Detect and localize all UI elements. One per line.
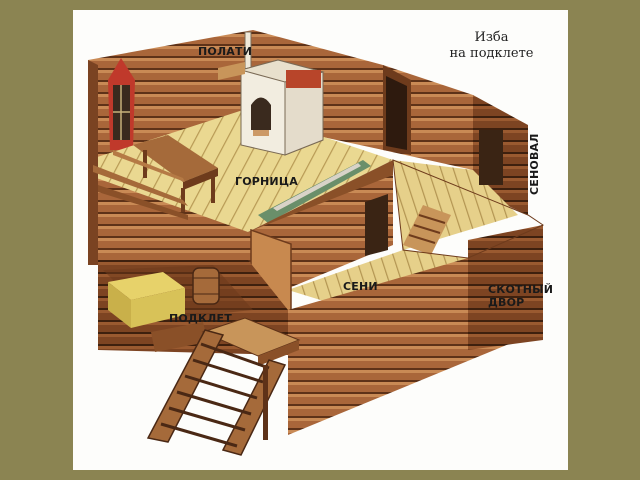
window	[108, 58, 135, 150]
skotny-dvor-wall	[468, 225, 543, 350]
diagram-title: Изба на подклете	[419, 30, 564, 62]
seni-floor	[288, 250, 468, 310]
label-senoval: СЕНОВАЛ	[528, 133, 541, 195]
crate	[151, 322, 208, 352]
izba-illustration	[88, 30, 545, 456]
left-wall-end	[88, 60, 98, 265]
title-line-1: Изба	[474, 30, 509, 45]
label-seni: СЕНИ	[343, 280, 378, 293]
seni-door-frame	[365, 194, 388, 256]
title-line-2: на подклете	[449, 46, 534, 61]
illustration-frame: Изба на подклете ПОЛАТИ ГОРНИЦА СЕНОВАЛ …	[73, 10, 568, 470]
barrel	[192, 267, 220, 305]
senoval-door	[479, 130, 503, 185]
label-skotny-dvor: СКОТНЫЙ ДВОР	[488, 283, 553, 309]
label-gornitsa: ГОРНИЦА	[235, 175, 298, 188]
label-skotny-line1: СКОТНЫЙ	[488, 283, 554, 296]
label-polati: ПОЛАТИ	[198, 45, 253, 58]
label-skotny-line2: ДВОР	[488, 296, 525, 309]
right-wall-top	[392, 159, 545, 259]
exterior-stair	[146, 329, 287, 456]
stove	[239, 31, 325, 156]
polati-platform	[218, 62, 245, 80]
chest	[108, 272, 185, 328]
inner-stair	[403, 205, 451, 255]
label-podklet: ПОДКЛЕТ	[169, 312, 232, 325]
bench	[93, 150, 188, 220]
